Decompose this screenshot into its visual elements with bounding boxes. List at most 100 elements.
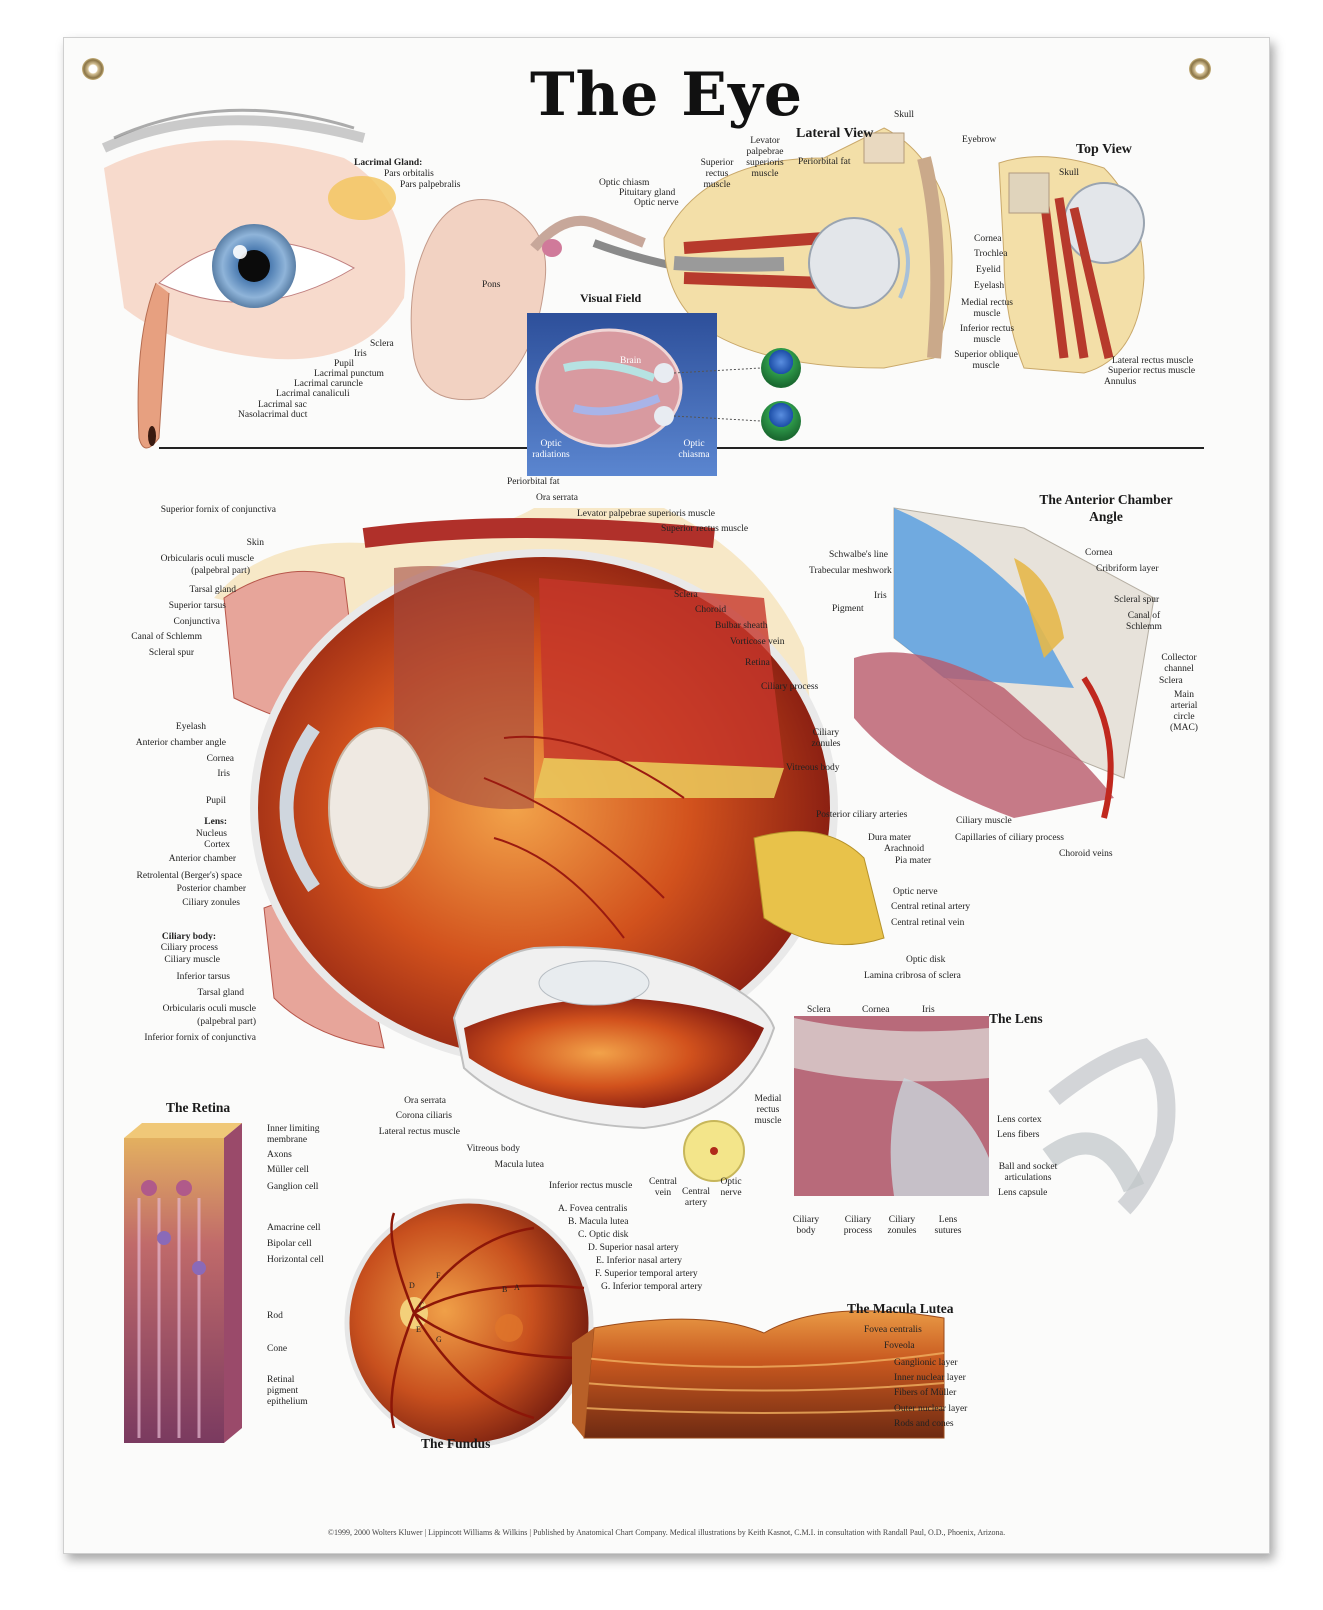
label: Foveola <box>884 1341 915 1351</box>
label: Pia mater <box>895 856 932 866</box>
label: Optic disk <box>906 955 946 965</box>
label: Orbicularis oculi muscle <box>162 1004 256 1014</box>
label: Lacrimal sac <box>258 400 307 410</box>
illustrations <box>101 108 1204 1448</box>
label: Retrolental (Berger's) space <box>136 871 242 881</box>
label: Cortex <box>204 840 230 850</box>
label: Ciliary zonules <box>887 1215 917 1236</box>
label: Conjunctiva <box>173 617 220 627</box>
label: Ganglionic layer <box>894 1358 958 1368</box>
label: Outer nuclear layer <box>894 1404 968 1414</box>
poster: The Eye <box>63 37 1270 1554</box>
label: Main arterial circle (MAC) <box>1170 690 1198 733</box>
label: Skull <box>894 110 915 120</box>
lens-title: The Lens <box>989 1011 1043 1026</box>
label: Pupil <box>334 359 355 369</box>
label: Amacrine cell <box>267 1223 321 1233</box>
label: Pars orbitalis <box>384 169 434 179</box>
label: Macula lutea <box>494 1160 544 1170</box>
label: Superior rectus muscle <box>700 158 734 190</box>
label: Optic chiasm <box>599 178 650 188</box>
label: Eyelash <box>974 281 1005 291</box>
label: Choroid <box>695 605 727 615</box>
label: Eyelash <box>175 722 206 732</box>
label: Iris <box>874 591 887 601</box>
label: Optic radiations <box>532 439 570 460</box>
label: Scleral spur <box>1114 595 1160 605</box>
label: Optic chiasma <box>678 439 710 460</box>
label: Horizontal cell <box>267 1255 324 1265</box>
label: Pituitary gland <box>619 188 676 198</box>
marker: F <box>436 1271 441 1280</box>
label: Arachnoid <box>884 844 925 854</box>
label: Anterior chamber angle <box>135 738 226 748</box>
label: Central retinal artery <box>891 902 971 912</box>
legend-item: G. Inferior temporal artery <box>601 1282 703 1292</box>
label: (palpebral part) <box>197 1017 256 1027</box>
label: Ciliary process <box>761 682 819 692</box>
label: Iris <box>354 349 367 359</box>
marker: G <box>436 1335 442 1344</box>
lateral-view-title: Lateral View <box>796 126 874 141</box>
label: Inferior rectus muscle <box>959 324 1015 345</box>
label: Lacrimal punctum <box>314 369 384 379</box>
label: Skin <box>246 538 264 548</box>
credit-line: ©1999, 2000 Wolters Kluwer | Lippincott … <box>327 1528 1006 1537</box>
label: Vorticose vein <box>730 637 785 647</box>
label: Capillaries of ciliary process <box>955 833 1064 843</box>
legend-item: D. Superior nasal artery <box>588 1243 679 1253</box>
label: Iris <box>922 1005 935 1015</box>
label: Pigment <box>832 604 864 614</box>
label: Superior tarsus <box>168 601 226 611</box>
label: Sclera <box>370 339 394 349</box>
label: Retinal pigment epithelium <box>267 1375 308 1407</box>
label: Orbicularis oculi muscle <box>160 554 254 564</box>
legend-item: E. Inferior nasal artery <box>596 1256 682 1266</box>
label: Canal of Schlemm <box>1126 611 1162 632</box>
label: Superior fornix of conjunctiva <box>160 505 276 515</box>
label: Cornea <box>862 1005 890 1015</box>
label: Ciliary body <box>792 1215 820 1236</box>
label: Inferior tarsus <box>176 972 230 982</box>
label: Tarsal gland <box>197 988 244 998</box>
label: Optic nerve <box>634 198 679 208</box>
label: Cornea <box>1085 548 1113 558</box>
label: Superior oblique muscle <box>954 350 1018 371</box>
label: Ciliary process <box>843 1215 873 1236</box>
legend-item: F. Superior temporal artery <box>595 1269 698 1279</box>
label: Lens fibers <box>997 1130 1040 1140</box>
label: Retina <box>745 658 770 668</box>
label: Central retinal vein <box>891 918 965 928</box>
label: Axons <box>267 1150 292 1160</box>
label: Ora serrata <box>404 1096 446 1106</box>
label: Cornea <box>974 234 1002 244</box>
label: Eyebrow <box>962 135 997 145</box>
label: Ciliary process <box>160 943 218 953</box>
label: Canal of Schlemm <box>131 632 202 642</box>
label: Cone <box>267 1344 288 1354</box>
label: Iris <box>217 769 230 779</box>
marker: C <box>419 1301 425 1310</box>
grommet-left <box>82 58 104 80</box>
retina-title: The Retina <box>166 1100 231 1115</box>
label: Cribriform layer <box>1096 564 1159 574</box>
marker: D <box>409 1281 415 1290</box>
label: Müller cell <box>267 1165 309 1175</box>
label: Ora serrata <box>536 493 578 503</box>
label: Pupil <box>205 796 226 806</box>
label: Ciliary muscle <box>956 816 1012 826</box>
label: Inner limiting membrane <box>267 1124 320 1145</box>
label: Ciliary zonules <box>182 898 240 908</box>
label: Eyelid <box>976 265 1001 275</box>
label: Ganglion cell <box>267 1182 319 1192</box>
legend-item: A. Fovea centralis <box>558 1204 628 1214</box>
label: Lateral rectus muscle <box>378 1127 460 1137</box>
visual-field-title: Visual Field <box>580 291 642 305</box>
label: Brain <box>620 356 642 366</box>
label: Nasolacrimal duct <box>238 410 308 420</box>
label: Inferior fornix of conjunctiva <box>144 1033 256 1043</box>
label: Vitreous body <box>786 763 840 773</box>
label: Tarsal gland <box>189 585 236 595</box>
label: Rod <box>267 1311 283 1321</box>
label: Periorbital fat <box>798 157 851 167</box>
